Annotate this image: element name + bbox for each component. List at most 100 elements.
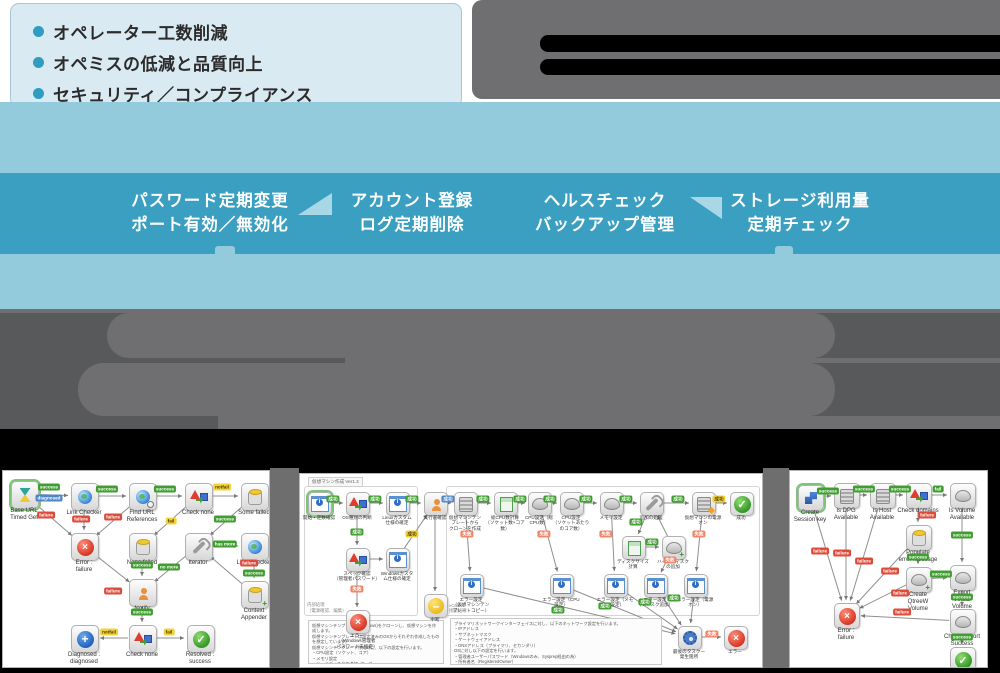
node-extra-process	[640, 492, 664, 516]
wrench-icon	[645, 497, 659, 511]
band-light-lower	[0, 254, 1000, 309]
edge-label: 失敗	[599, 530, 613, 538]
edge-label: no more	[157, 563, 181, 571]
benefits-box: オペレーター工数削減 オペミスの低減と品質向上 セキュリティ／コンプライアンス	[10, 3, 462, 108]
process-label-password: パスワード定期変更 ポート有効／無効化	[100, 189, 320, 237]
edge-label: 失敗	[692, 530, 706, 538]
edge-label: success	[130, 608, 154, 616]
redacted-shape	[218, 416, 1000, 429]
server-icon	[697, 496, 711, 512]
globe-icon	[248, 540, 262, 554]
process-label-line: ストレージ利用量	[730, 192, 870, 210]
edge-label: success	[242, 569, 266, 577]
disk-icon	[955, 616, 971, 628]
edge-label: success	[950, 633, 974, 641]
person-icon	[431, 499, 441, 511]
flow-node-label: Some failed	[238, 510, 270, 516]
edge-label: failure	[893, 608, 911, 616]
edge-label: 失敗	[460, 530, 474, 538]
node-resolved: ✓	[950, 647, 976, 667]
edge-label: success	[929, 570, 953, 578]
wrench-icon	[192, 540, 206, 554]
edge-label: success	[852, 485, 876, 493]
flow-node-label: 成功	[736, 515, 746, 520]
redacted-pill	[107, 313, 835, 358]
node-error-final: ×	[724, 626, 748, 650]
edge-label: 成功	[667, 594, 681, 602]
calculator-icon	[499, 496, 513, 512]
hourglass-icon	[19, 488, 31, 502]
triangle-shape-icon	[349, 496, 359, 506]
edge-label: fail	[163, 628, 175, 636]
error-x-icon: ×	[76, 538, 94, 556]
check-icon: ✓	[192, 630, 210, 648]
triangle-shape-icon	[134, 631, 144, 641]
flow-node-label: エラー設定 （仮想マシンテン プレートコピー）	[452, 597, 490, 613]
band-tab	[215, 246, 235, 254]
edge-label: fail	[165, 517, 177, 525]
node-spec-check	[346, 548, 370, 572]
edge-label: success	[153, 485, 177, 493]
edge-label: failure	[833, 549, 851, 557]
node-check-export-success	[950, 609, 976, 635]
gap-strip	[270, 468, 299, 668]
jar-icon	[912, 530, 926, 546]
globe-icon	[78, 490, 92, 504]
check-icon: ✓	[733, 495, 751, 513]
edge-label: failure	[918, 511, 936, 519]
edge-label: 失敗	[537, 530, 551, 538]
workflow-screenshot-middle: 内部処理 （電源確認、編集）vCenter 接続処理仮想マシンテンプレート(Wi…	[299, 473, 763, 668]
node-success: ✓	[730, 492, 754, 516]
person-icon	[138, 588, 148, 600]
flow-node-label: Error : failure	[837, 628, 855, 641]
flow-node-label: Find URL References	[126, 510, 158, 523]
flow-node-label: CPU設定 （ソケットあたり のコア数）	[552, 515, 590, 531]
flow-node-label: 追加の処理	[639, 515, 663, 520]
window-icon: i	[647, 578, 665, 594]
process-band: パスワード定期変更 ポート有効／無効化 アカウント登録 ログ定期削除 ヘルスチェ…	[0, 173, 1000, 254]
edge-label: 成功	[712, 495, 726, 503]
flow-node-label: エラー設定（電源 オン）	[676, 597, 714, 608]
benefit-text: セキュリティ／コンプライアンス	[53, 86, 313, 105]
process-label-line: アカウント登録	[350, 192, 474, 210]
edge-label: 成功	[368, 495, 382, 503]
flow-node-label: Create QtreeW Volume	[907, 592, 929, 612]
node-base-url-timed-get	[11, 481, 39, 509]
triangle-shape-icon	[349, 552, 359, 562]
edge-label: 成功	[638, 598, 652, 606]
minus-circle-icon: –	[428, 598, 444, 614]
flow-node-label: 仮想マシンの電源 オン	[684, 515, 722, 526]
flow-group-label: 内部処理 （電源確認、編集）	[307, 602, 347, 613]
flow-node-label: CPU設定（総 CPU数）	[524, 515, 554, 526]
edge-label: success	[213, 515, 237, 523]
node-last-task	[678, 626, 702, 650]
process-label-line: 定期チェック	[747, 216, 853, 234]
redacted-shape	[0, 309, 1000, 313]
flow-node-label: Resolved : success	[185, 652, 215, 665]
gear-icon	[683, 631, 697, 645]
disk-icon	[604, 498, 620, 510]
edge-label: 成功	[598, 602, 612, 610]
edge-label: 成功	[350, 528, 364, 536]
calculator-icon	[627, 540, 641, 556]
node-export-virtual-volume	[950, 565, 976, 591]
flow-node-label: エラー （Windows管理者 パスワード未指定）	[336, 633, 378, 649]
edge-label: failure	[240, 559, 258, 567]
node-none-failed	[129, 533, 157, 561]
window-icon: i	[553, 578, 571, 594]
flow-node-label: ディスクサイズ 計算	[617, 559, 649, 570]
triangle-shape-icon	[190, 489, 200, 499]
flow-title-tag: 仮想マシン作成 Ver1.3	[308, 477, 363, 487]
window-icon: i	[463, 578, 481, 594]
node-link-checker-2	[241, 533, 269, 561]
edge-label: success	[950, 531, 974, 539]
benefit-item: オペミスの低減と品質向上	[33, 47, 461, 78]
edge-label: failure	[37, 511, 55, 519]
node-populate-error-message	[906, 525, 932, 551]
edge-label: 成功	[513, 495, 527, 503]
flow-node-label: OS種別の判断	[342, 515, 372, 520]
disk-icon	[564, 498, 580, 510]
process-label-line: パスワード定期変更	[131, 192, 289, 210]
process-label-account: アカウント登録 ログ定期削除	[302, 189, 522, 237]
